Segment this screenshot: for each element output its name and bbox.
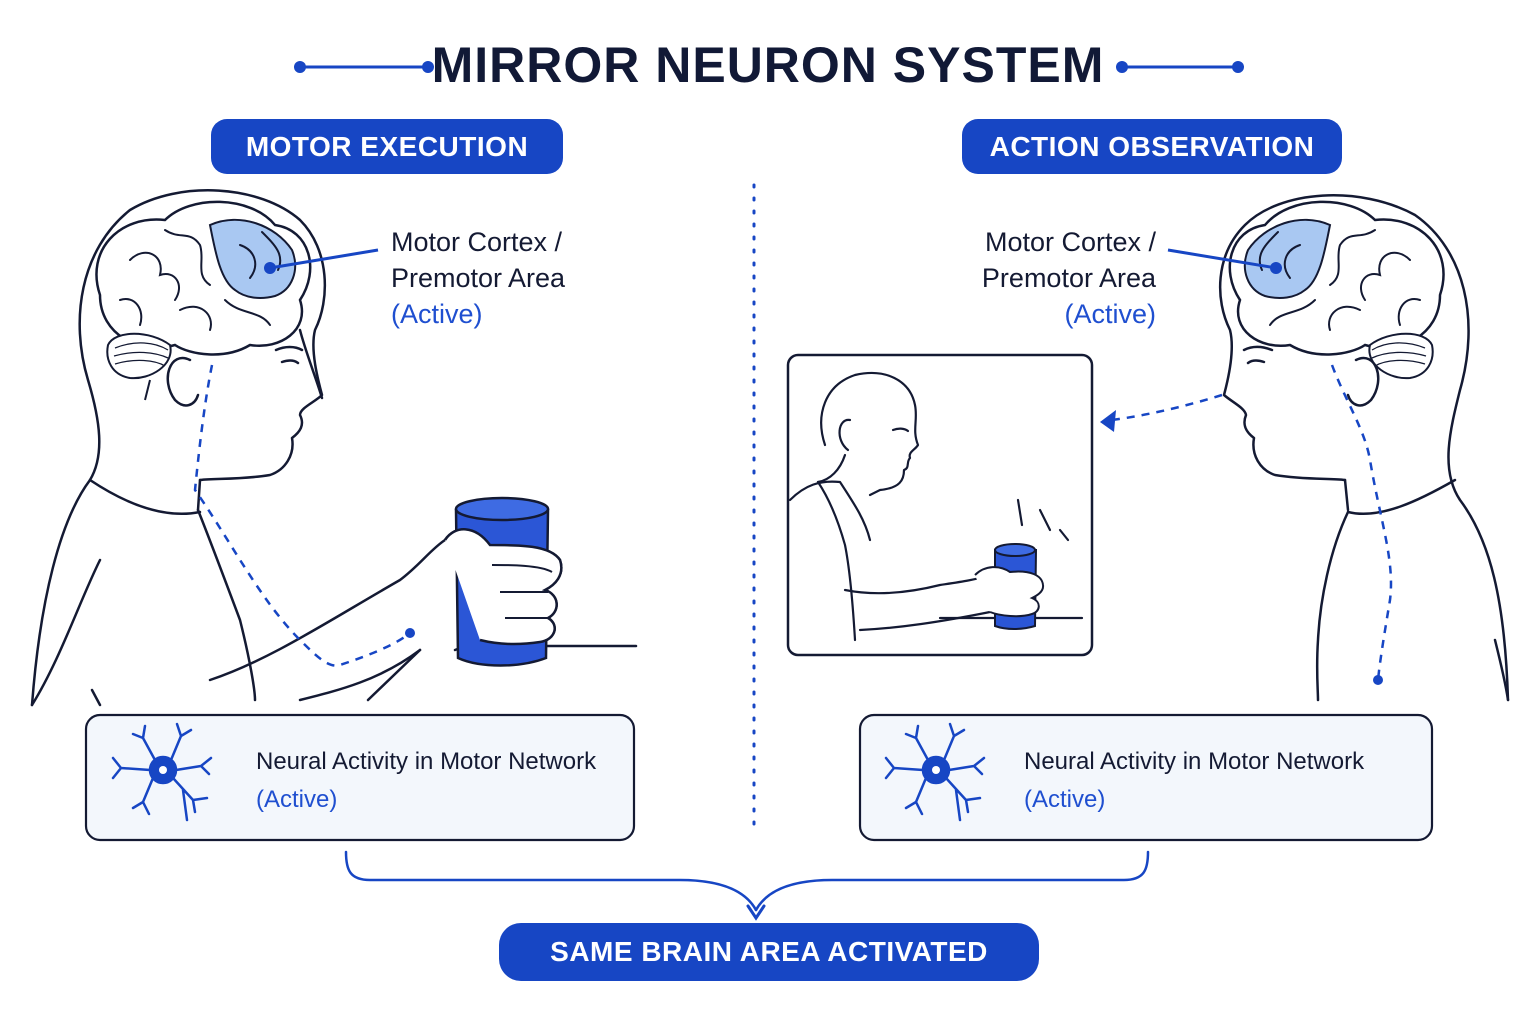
right-region-label: Motor Cortex / Premotor Area (Active) bbox=[900, 224, 1156, 332]
page-title: MIRROR NEURON SYSTEM bbox=[431, 37, 1105, 93]
right-panel-text: Neural Activity in Motor Network (Active… bbox=[1024, 743, 1424, 819]
left-region-label: Motor Cortex / Premotor Area (Active) bbox=[391, 224, 651, 332]
right-panel-title: Neural Activity in Motor Network bbox=[1024, 748, 1365, 775]
left-brain bbox=[95, 200, 379, 401]
right-neural-path bbox=[1330, 364, 1393, 681]
left-cup bbox=[443, 496, 563, 667]
neuron-icon bbox=[111, 722, 213, 822]
left-region-state: (Active) bbox=[391, 299, 483, 329]
gaze-arrow bbox=[1100, 393, 1223, 432]
left-region-line1: Motor Cortex / bbox=[391, 227, 563, 257]
right-region-line1: Motor Cortex / bbox=[984, 227, 1156, 257]
right-person bbox=[1219, 194, 1510, 702]
left-panel-text: Neural Activity in Motor Network (Active… bbox=[256, 743, 626, 819]
observed-scene bbox=[786, 353, 1094, 657]
action-observation-header: ACTION OBSERVATION bbox=[962, 119, 1342, 174]
motor-execution-header: MOTOR EXECUTION bbox=[211, 119, 563, 174]
right-panel-box bbox=[858, 713, 1434, 842]
left-region-line2: Premotor Area bbox=[391, 263, 566, 293]
left-panel-title: Neural Activity in Motor Network bbox=[256, 748, 597, 775]
right-brain bbox=[1167, 200, 1445, 380]
result-banner: SAME BRAIN AREA ACTIVATED bbox=[499, 923, 1039, 981]
right-panel-state: (Active) bbox=[1024, 786, 1106, 813]
left-panel-box bbox=[84, 713, 636, 842]
convergence-bracket bbox=[344, 850, 1150, 921]
left-panel-state: (Active) bbox=[256, 786, 338, 813]
right-region-state: (Active) bbox=[1064, 299, 1156, 329]
title-decoration-left bbox=[294, 61, 434, 73]
right-region-line2: Premotor Area bbox=[981, 263, 1156, 293]
title-decoration-right bbox=[1116, 61, 1244, 73]
neuron-icon bbox=[884, 722, 986, 822]
